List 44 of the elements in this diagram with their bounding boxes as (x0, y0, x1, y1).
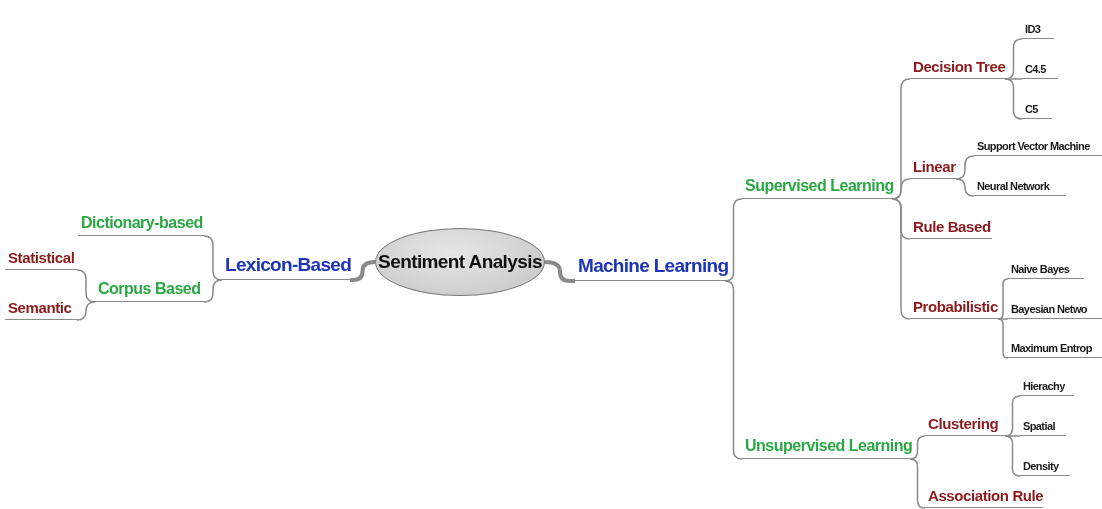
method-topic: Decision Tree (910, 55, 1005, 79)
branch-connector (1004, 78, 1023, 80)
branch-connector (997, 318, 1009, 359)
method-topic: Statistical (5, 246, 77, 270)
branch-connector (1004, 435, 1021, 437)
method-topic: Probabilistic (910, 295, 998, 319)
branch-connector (909, 458, 926, 509)
branch-connector (76, 269, 96, 303)
leaf-topic: Naive Bayes (1008, 260, 1084, 279)
branch-connector (891, 198, 911, 320)
leaf-topic: C4.5 (1022, 60, 1058, 79)
leaf-topic: Hierachy (1020, 377, 1074, 396)
branch-connector (909, 435, 926, 460)
branch-connector (1004, 78, 1023, 120)
branch-connector (1004, 435, 1021, 477)
leaf-topic: Spatial (1020, 417, 1066, 436)
method-topic: Rule Based (910, 215, 992, 239)
leaf-topic: C5 (1022, 100, 1052, 119)
leaf-topic: Support Vector Machine (974, 137, 1102, 156)
subtopic-label: Unsupervised Learning (742, 433, 910, 459)
branch-connector (955, 155, 975, 180)
topic-label: Sentiment Analysis (378, 251, 542, 273)
branch-connector (203, 279, 223, 303)
leaf-topic: ID3 (1022, 20, 1054, 39)
leaf-topic: Density (1020, 457, 1070, 476)
branch-connector (955, 178, 975, 197)
branch-connector (997, 318, 1009, 320)
branch-connector (891, 178, 911, 200)
subtopic-label: Corpus Based (95, 276, 204, 302)
branch-connector (350, 260, 376, 282)
method-topic: Association Rule (925, 484, 1043, 508)
leaf-topic: Bayesian Netwo (1008, 300, 1102, 319)
branch-connector (76, 301, 96, 321)
subtopic-label: Dictionary-based (78, 210, 204, 236)
branch-connector (724, 280, 743, 460)
method-topic: Clustering (925, 412, 1005, 436)
method-topic: Linear (910, 155, 956, 179)
method-topic: Semantic (5, 296, 77, 320)
subtopic-label: Supervised Learning (742, 173, 892, 199)
leaf-topic: Maximum Entrop (1008, 339, 1102, 358)
branch-connector (544, 260, 575, 283)
leaf-topic: Neural Network (974, 177, 1066, 196)
branch-connector (724, 198, 743, 282)
main-branch-topic: Lexicon-Based (222, 250, 350, 280)
